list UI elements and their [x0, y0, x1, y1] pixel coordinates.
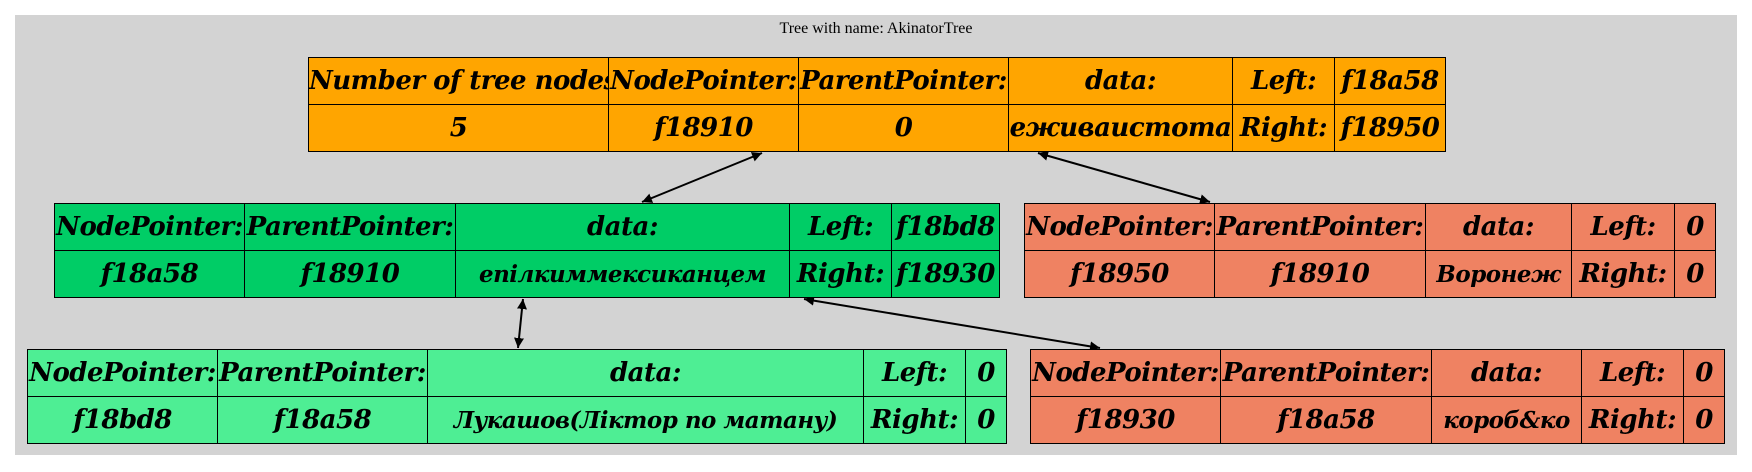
- left-value: f18bd8: [891, 203, 1000, 251]
- node-f18bd8: NodePointer: ParentPointer: data: Left: …: [27, 349, 1007, 444]
- data-label: data:: [1431, 349, 1582, 397]
- left-label: Left:: [1232, 57, 1335, 105]
- left-value: 0: [965, 349, 1007, 397]
- data-value: Лукашов(Ліктор по матану): [427, 396, 864, 444]
- node-f18950: NodePointer: ParentPointer: data: Left: …: [1024, 203, 1716, 298]
- node-pointer-value: f18910: [608, 104, 799, 152]
- edge-root-n1: [641, 152, 763, 203]
- parent-pointer-label: ParentPointer:: [1214, 203, 1426, 251]
- parent-pointer-label: ParentPointer:: [1220, 349, 1432, 397]
- data-label: data:: [1425, 203, 1572, 251]
- right-value: 0: [1674, 250, 1716, 298]
- data-label: data:: [427, 349, 864, 397]
- node-f18a58: NodePointer: ParentPointer: data: Left: …: [54, 203, 1000, 298]
- parent-pointer-value: f18910: [244, 250, 456, 298]
- left-label: Left:: [863, 349, 966, 397]
- node-pointer-label: NodePointer:: [1030, 349, 1221, 397]
- edge-n1-n4: [803, 295, 1101, 352]
- parent-pointer-label: ParentPointer:: [217, 349, 428, 397]
- data-value: епілкиммексиканцем: [455, 250, 790, 298]
- node-pointer-label: NodePointer:: [608, 57, 799, 105]
- right-value: f18930: [891, 250, 1000, 298]
- data-value: еживаистота: [1008, 104, 1233, 152]
- right-label: Right:: [1571, 250, 1675, 298]
- count-label: Number of tree nodes:: [308, 57, 609, 105]
- node-pointer-value: f18bd8: [27, 396, 218, 444]
- node-pointer-label: NodePointer:: [54, 203, 245, 251]
- node-f18930: NodePointer: ParentPointer: data: Left: …: [1030, 349, 1725, 444]
- left-label: Left:: [1581, 349, 1684, 397]
- right-label: Right:: [1232, 104, 1335, 152]
- parent-pointer-value: f18a58: [217, 396, 428, 444]
- left-label: Left:: [1571, 203, 1675, 251]
- right-value: 0: [1683, 396, 1725, 444]
- node-pointer-label: NodePointer:: [27, 349, 218, 397]
- right-label: Right:: [1581, 396, 1684, 444]
- root-node: Number of tree nodes: NodePointer: Paren…: [308, 57, 1446, 152]
- diagram-title: Tree with name: AkinatorTree: [779, 20, 973, 37]
- left-value: 0: [1674, 203, 1716, 251]
- data-value: короб&ко: [1431, 396, 1582, 444]
- right-label: Right:: [863, 396, 966, 444]
- count-value: 5: [308, 104, 609, 152]
- left-value: f18a58: [1334, 57, 1446, 105]
- right-value: 0: [965, 396, 1007, 444]
- node-pointer-value: f18950: [1024, 250, 1215, 298]
- parent-pointer-label: ParentPointer:: [244, 203, 456, 251]
- node-pointer-value: f18930: [1030, 396, 1221, 444]
- parent-pointer-value: f18910: [1214, 250, 1426, 298]
- data-value: Воронеж: [1425, 250, 1572, 298]
- node-pointer-value: f18a58: [54, 250, 245, 298]
- left-label: Left:: [789, 203, 892, 251]
- data-label: data:: [1008, 57, 1233, 105]
- parent-pointer-value: f18a58: [1220, 396, 1432, 444]
- left-value: 0: [1683, 349, 1725, 397]
- parent-pointer-label: ParentPointer:: [798, 57, 1009, 105]
- data-label: data:: [455, 203, 790, 251]
- edge-root-n2: [1037, 150, 1211, 205]
- right-label: Right:: [789, 250, 892, 298]
- right-value: f18950: [1334, 104, 1446, 152]
- parent-pointer-value: 0: [798, 104, 1009, 152]
- node-pointer-label: NodePointer:: [1024, 203, 1215, 251]
- edge-n1-n3: [514, 298, 527, 349]
